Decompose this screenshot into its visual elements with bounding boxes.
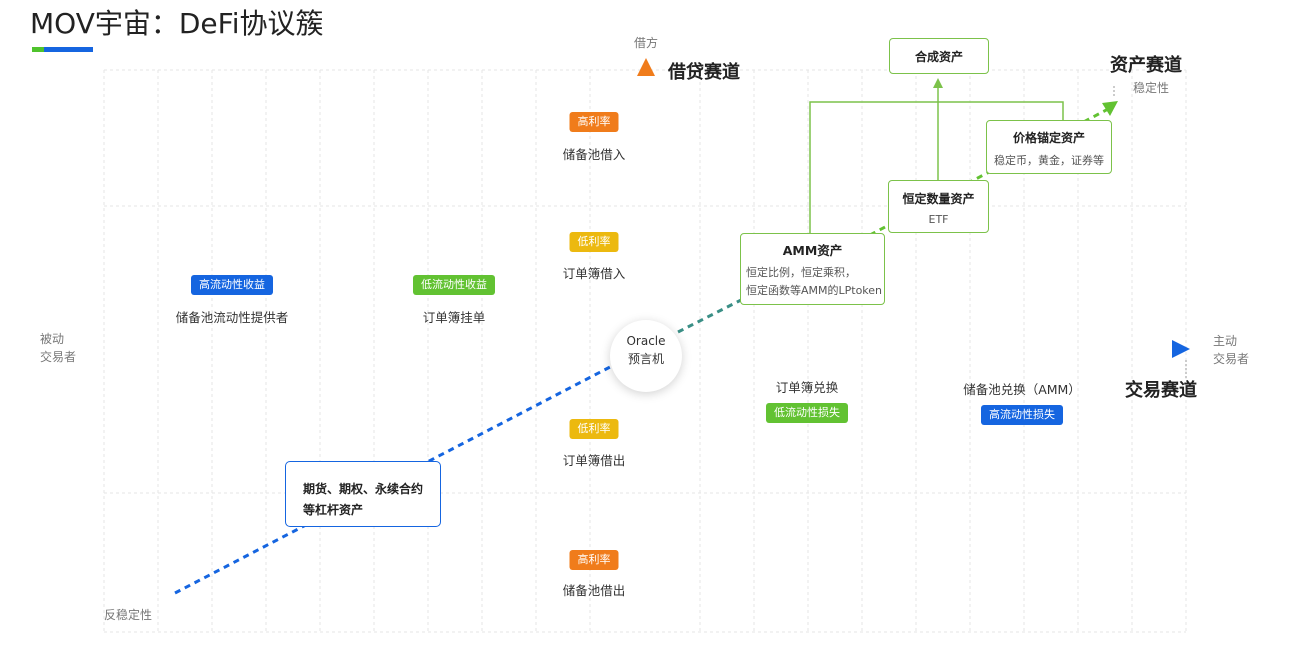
label-reserve-swap-amm: 储备池兑换（AMM） xyxy=(963,382,1081,397)
badge-high-rate-lend: 高利率 xyxy=(569,550,619,570)
title-underline-blue xyxy=(44,47,93,52)
label-reserve-borrow: 储备池借入 xyxy=(562,147,626,162)
track-lending: 借贷赛道 xyxy=(668,62,740,83)
axis-label-anti-stability: 反稳定性 xyxy=(104,608,153,622)
asset-connectors xyxy=(809,86,1064,233)
page-title: MOV宇宙：DeFi协议簇 xyxy=(30,7,324,40)
label-reserve-lp: 储备池流动性提供者 xyxy=(175,310,289,325)
box-synthetic-asset-title: 合成资产 xyxy=(914,50,963,64)
box-constant-asset-sub: ETF xyxy=(928,213,949,226)
badge-high-liquidity-yield: 高流动性收益 xyxy=(191,275,273,295)
axis-label-active: 主动交易者 xyxy=(1213,334,1250,366)
label-orderbook-borrow: 订单簿借入 xyxy=(562,266,626,281)
label-orderbook-swap: 订单簿兑换 xyxy=(775,380,839,395)
box-constant-asset-title: 恒定数量资产 xyxy=(902,192,975,206)
axis-label-borrower: 借方 xyxy=(634,36,659,50)
title-underline-green xyxy=(32,47,44,52)
track-asset: 资产赛道 xyxy=(1110,55,1182,76)
oracle-line2: 预言机 xyxy=(627,352,664,366)
oracle-line1: Oracle xyxy=(626,334,666,348)
oracle-node: Oracle 预言机 xyxy=(610,320,682,392)
box-amm-asset-title: AMM资产 xyxy=(782,243,843,258)
axis-label-stability: 稳定性 xyxy=(1133,81,1170,95)
box-pegged-asset-title: 价格锚定资产 xyxy=(1012,131,1085,145)
box-amm-asset-sub2: 恒定函数等AMM的LPtoken xyxy=(746,284,883,297)
stability-axis-arrow xyxy=(1102,101,1118,116)
trading-axis-arrow xyxy=(1172,340,1190,358)
box-synthetic-asset: 合成资产 xyxy=(889,38,989,74)
box-leverage-line1: 期货、期权、永续合约 xyxy=(303,482,424,496)
badge-low-liquidity-yield: 低流动性收益 xyxy=(413,275,495,295)
box-pegged-asset-sub: 稳定币，黄金，证券等 xyxy=(994,154,1104,167)
box-amm-asset-sub1: 恒定比例，恒定乘积， xyxy=(746,266,856,279)
label-reserve-lend: 储备池借出 xyxy=(562,583,626,598)
badge-low-rate-borrow: 低利率 xyxy=(569,232,619,252)
box-amm-asset: AMM资产 恒定比例，恒定乘积， 恒定函数等AMM的LPtoken xyxy=(740,233,885,305)
label-orderbook-maker: 订单簿挂单 xyxy=(422,310,486,325)
box-leverage-asset: 期货、期权、永续合约 等杠杆资产 xyxy=(285,461,441,527)
stability-axis-mid xyxy=(677,296,746,334)
badge-low-rate-lend: 低利率 xyxy=(569,419,619,439)
badge-high-liquidity-loss: 高流动性损失 xyxy=(981,405,1063,425)
grid-lines xyxy=(103,69,1187,633)
badge-low-liquidity-loss: 低流动性损失 xyxy=(766,403,848,423)
box-constant-quantity-asset: 恒定数量资产 ETF xyxy=(888,180,989,233)
synthetic-arrow xyxy=(933,78,943,88)
lending-axis-arrow xyxy=(637,58,655,76)
label-orderbook-lend: 订单簿借出 xyxy=(562,453,626,468)
box-leverage-line2: 等杠杆资产 xyxy=(303,503,364,517)
track-trading: 交易赛道 xyxy=(1125,380,1197,401)
axis-label-passive: 被动交易者 xyxy=(40,332,77,364)
box-pegged-asset: 价格锚定资产 稳定币，黄金，证券等 xyxy=(986,120,1112,174)
badge-high-rate-borrow: 高利率 xyxy=(569,112,619,132)
